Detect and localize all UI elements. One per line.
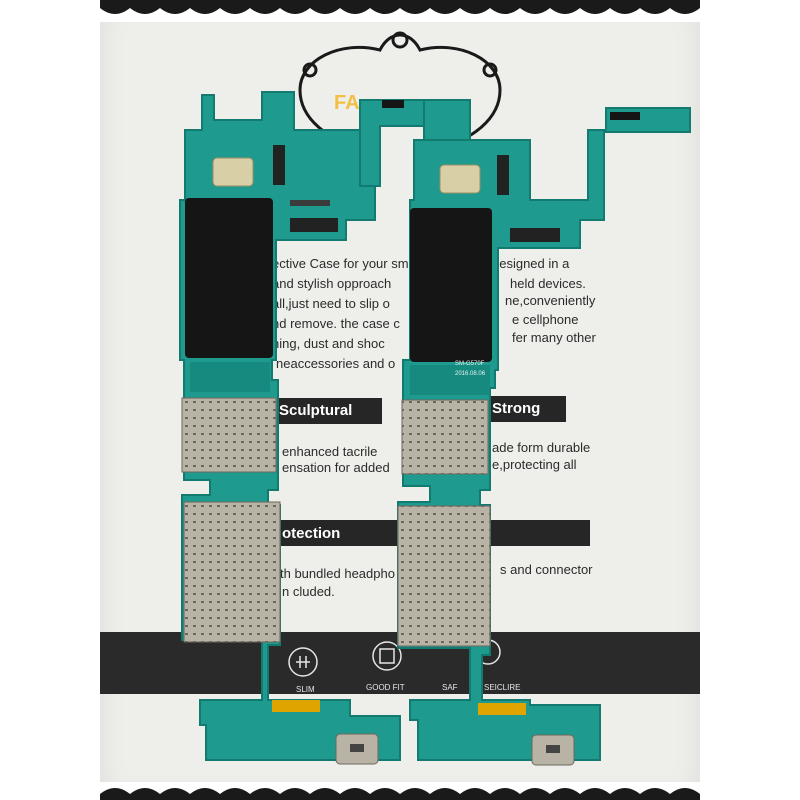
board-label: SM-G570F: [455, 361, 485, 367]
feature-label-good-fit: GOOD FIT: [366, 683, 405, 692]
card-text-line: neaccessories and o: [276, 356, 396, 371]
protection-text-line: n cluded.: [282, 584, 335, 599]
heading-bar-sculptural: [272, 398, 382, 424]
heading-sculptural: Sculptural: [279, 402, 353, 419]
card-text-line: held devices.: [510, 276, 586, 291]
protection-text-line: s and connector: [500, 562, 593, 577]
right-shield: [410, 208, 492, 362]
slim-icon: [288, 647, 318, 677]
sculptural-text-line: enhanced tacrile: [282, 444, 378, 459]
strong-text-line: ade form durable: [492, 440, 591, 455]
feature-label-secure: SEICLIRE: [484, 683, 521, 692]
card-text-line: hing, dust and shoc: [272, 336, 385, 351]
motherboard-left: [179, 91, 441, 765]
protection-text-line: th bundled headpho: [280, 566, 395, 581]
left-crystal: [212, 157, 254, 187]
left-sim-tray: [181, 397, 277, 473]
lace-border-bottom: [100, 782, 700, 800]
right-sim-tray: [401, 399, 489, 475]
strong-text-line: e,protecting all: [492, 457, 577, 472]
card-text-line: ective Case for your sm: [272, 256, 409, 271]
card-text-line: nd remove. the case c: [272, 316, 400, 331]
card-text-line: e cellphone: [512, 312, 579, 327]
card-text-line: and stylish opproach: [272, 276, 392, 291]
card-text-line: designed in a: [492, 256, 570, 271]
brand-fragment: FA: [334, 92, 360, 114]
left-shield: [185, 198, 273, 358]
card-text-line: fer many other: [512, 330, 596, 345]
heading-strong: Strong: [492, 400, 541, 417]
feature-label-slim: SLIM: [296, 685, 315, 694]
background-right: [700, 0, 800, 800]
right-crystal: [439, 164, 481, 194]
board-date: 2016.08.06: [455, 371, 486, 377]
card-text-line: ne,conveniently: [505, 293, 596, 308]
right-card-slot: [397, 505, 491, 647]
card-text-line: all,just need to slip o: [272, 296, 390, 311]
lace-border-top: [100, 0, 700, 22]
heading-protection: otection: [282, 525, 341, 542]
left-card-slot: [183, 501, 281, 643]
motherboard-right: [397, 99, 691, 766]
background-left: [0, 0, 100, 800]
sculptural-text-line: ensation for added: [282, 460, 390, 475]
heading-bar-strong: [486, 396, 566, 422]
good-fit-icon: [372, 641, 402, 671]
feature-label-safe: SAF: [442, 683, 458, 692]
